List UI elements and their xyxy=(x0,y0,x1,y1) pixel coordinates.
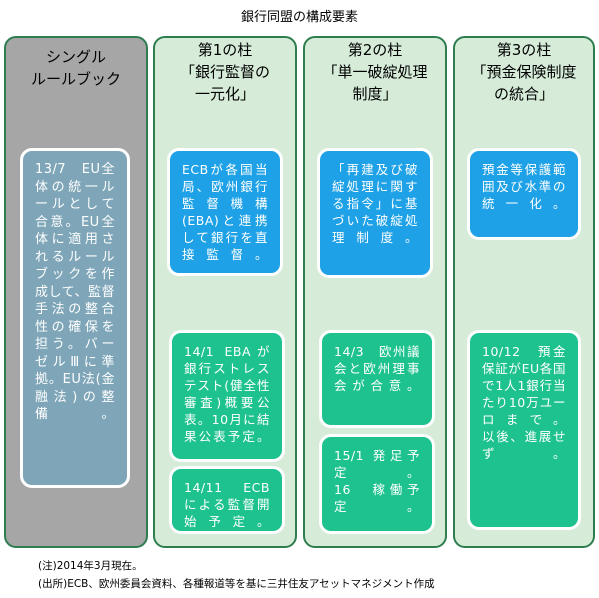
column-pillar-1: 第1の柱 「銀行監督の 一元化」 ECBが各国当局、欧州銀行監督機構(EBA)と… xyxy=(153,36,297,548)
pillar-2-agreement-box: 14/3 欧州議会と欧州理事会が合意。 xyxy=(319,330,435,428)
column-header-pillar-3: 第3の柱 「預金保険制度 の統合」 xyxy=(471,41,577,103)
column-single-rulebook: シングル ルールブック 13/7 EU全体の統一ルールとして合意。EU全体に適用… xyxy=(4,36,148,548)
pillar-3-deposit-guarantee-box: 10/12 預金保証がEU各国で1人1銀行当たり10万ユーロまで。 以後、進展せ… xyxy=(467,330,581,530)
column-header-pillar-1: 第1の柱 「銀行監督の 一元化」 xyxy=(179,41,270,103)
column-pillar-2: 第2の柱 「単一破綻処理 制度」 「再建及び破綻処理に関する指令」に基づいた破綻… xyxy=(303,36,447,548)
pillar-2-description-box: 「再建及び破綻処理に関する指令」に基づいた破綻処理制度。 xyxy=(317,148,433,278)
diagram-title: 銀行同盟の構成要素 xyxy=(240,10,358,25)
column-pillar-3: 第3の柱 「預金保険制度 の統合」 預金等保護範囲及び水準の統一化。 10/12… xyxy=(453,36,595,548)
pillar-1-stress-test-box: 14/1 EBAが銀行ストレステスト(健全性審査)概要公表。10月に結果公表予定… xyxy=(169,330,285,462)
column-header-pillar-2: 第2の柱 「単一破綻処理 制度」 xyxy=(322,41,428,103)
pillar-2-schedule-box: 15/1 発足予定。 16 稼働予定。 xyxy=(319,434,435,534)
footnote-source: (出所)ECB、欧州委員会資料、各種報道等を基に三井住友アセットマネジメント作成 xyxy=(38,578,435,590)
footnote-date: (注)2014年3月現在。 xyxy=(38,560,143,572)
rulebook-description-box: 13/7 EU全体の統一ルールとして合意。EU全体に適用されるルールブックを作成… xyxy=(20,148,130,488)
pillar-1-description-box: ECBが各国当局、欧州銀行監督機構(EBA)と連携して銀行を直接監督。 xyxy=(167,148,283,276)
column-header-single-rulebook: シングル ルールブック xyxy=(30,48,121,88)
pillar-3-description-box: 預金等保護範囲及び水準の統一化。 xyxy=(467,148,581,240)
pillar-1-supervision-start-box: 14/11 ECBによる監督開始予定。 xyxy=(169,466,285,534)
